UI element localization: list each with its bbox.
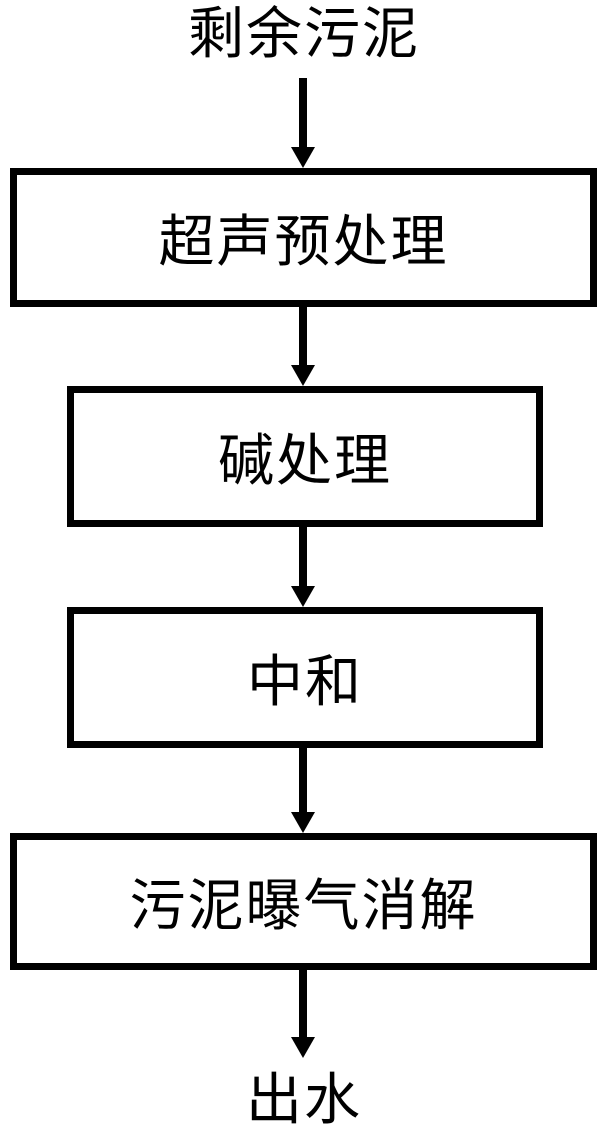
flow-arrow-1 (291, 78, 315, 168)
flow-arrow-2 (291, 307, 315, 386)
arrow-shaft (299, 748, 307, 812)
arrow-head-icon (291, 812, 315, 833)
process-label: 中和 (247, 650, 363, 715)
output-label: 出水 (246, 1068, 362, 1133)
process-box-alkali-treatment: 碱处理 (67, 386, 543, 527)
process-label: 超声预处理 (158, 210, 449, 275)
process-box-ultrasonic-pretreatment: 超声预处理 (10, 168, 597, 307)
process-label: 污泥曝气消解 (129, 874, 478, 939)
flow-arrow-5 (291, 970, 315, 1058)
arrow-head-icon (291, 147, 315, 168)
arrow-shaft (299, 970, 307, 1037)
process-box-sludge-aeration-digestion: 污泥曝气消解 (10, 833, 597, 970)
process-box-neutralization: 中和 (67, 607, 543, 748)
arrow-shaft (299, 78, 307, 147)
flow-arrow-3 (291, 527, 315, 607)
arrow-shaft (299, 307, 307, 365)
arrow-head-icon (291, 586, 315, 607)
arrow-head-icon (291, 365, 315, 386)
process-label: 碱处理 (218, 429, 392, 494)
source-label: 剩余污泥 (188, 2, 420, 67)
arrow-shaft (299, 527, 307, 586)
arrow-head-icon (291, 1037, 315, 1058)
flow-arrow-4 (291, 748, 315, 833)
